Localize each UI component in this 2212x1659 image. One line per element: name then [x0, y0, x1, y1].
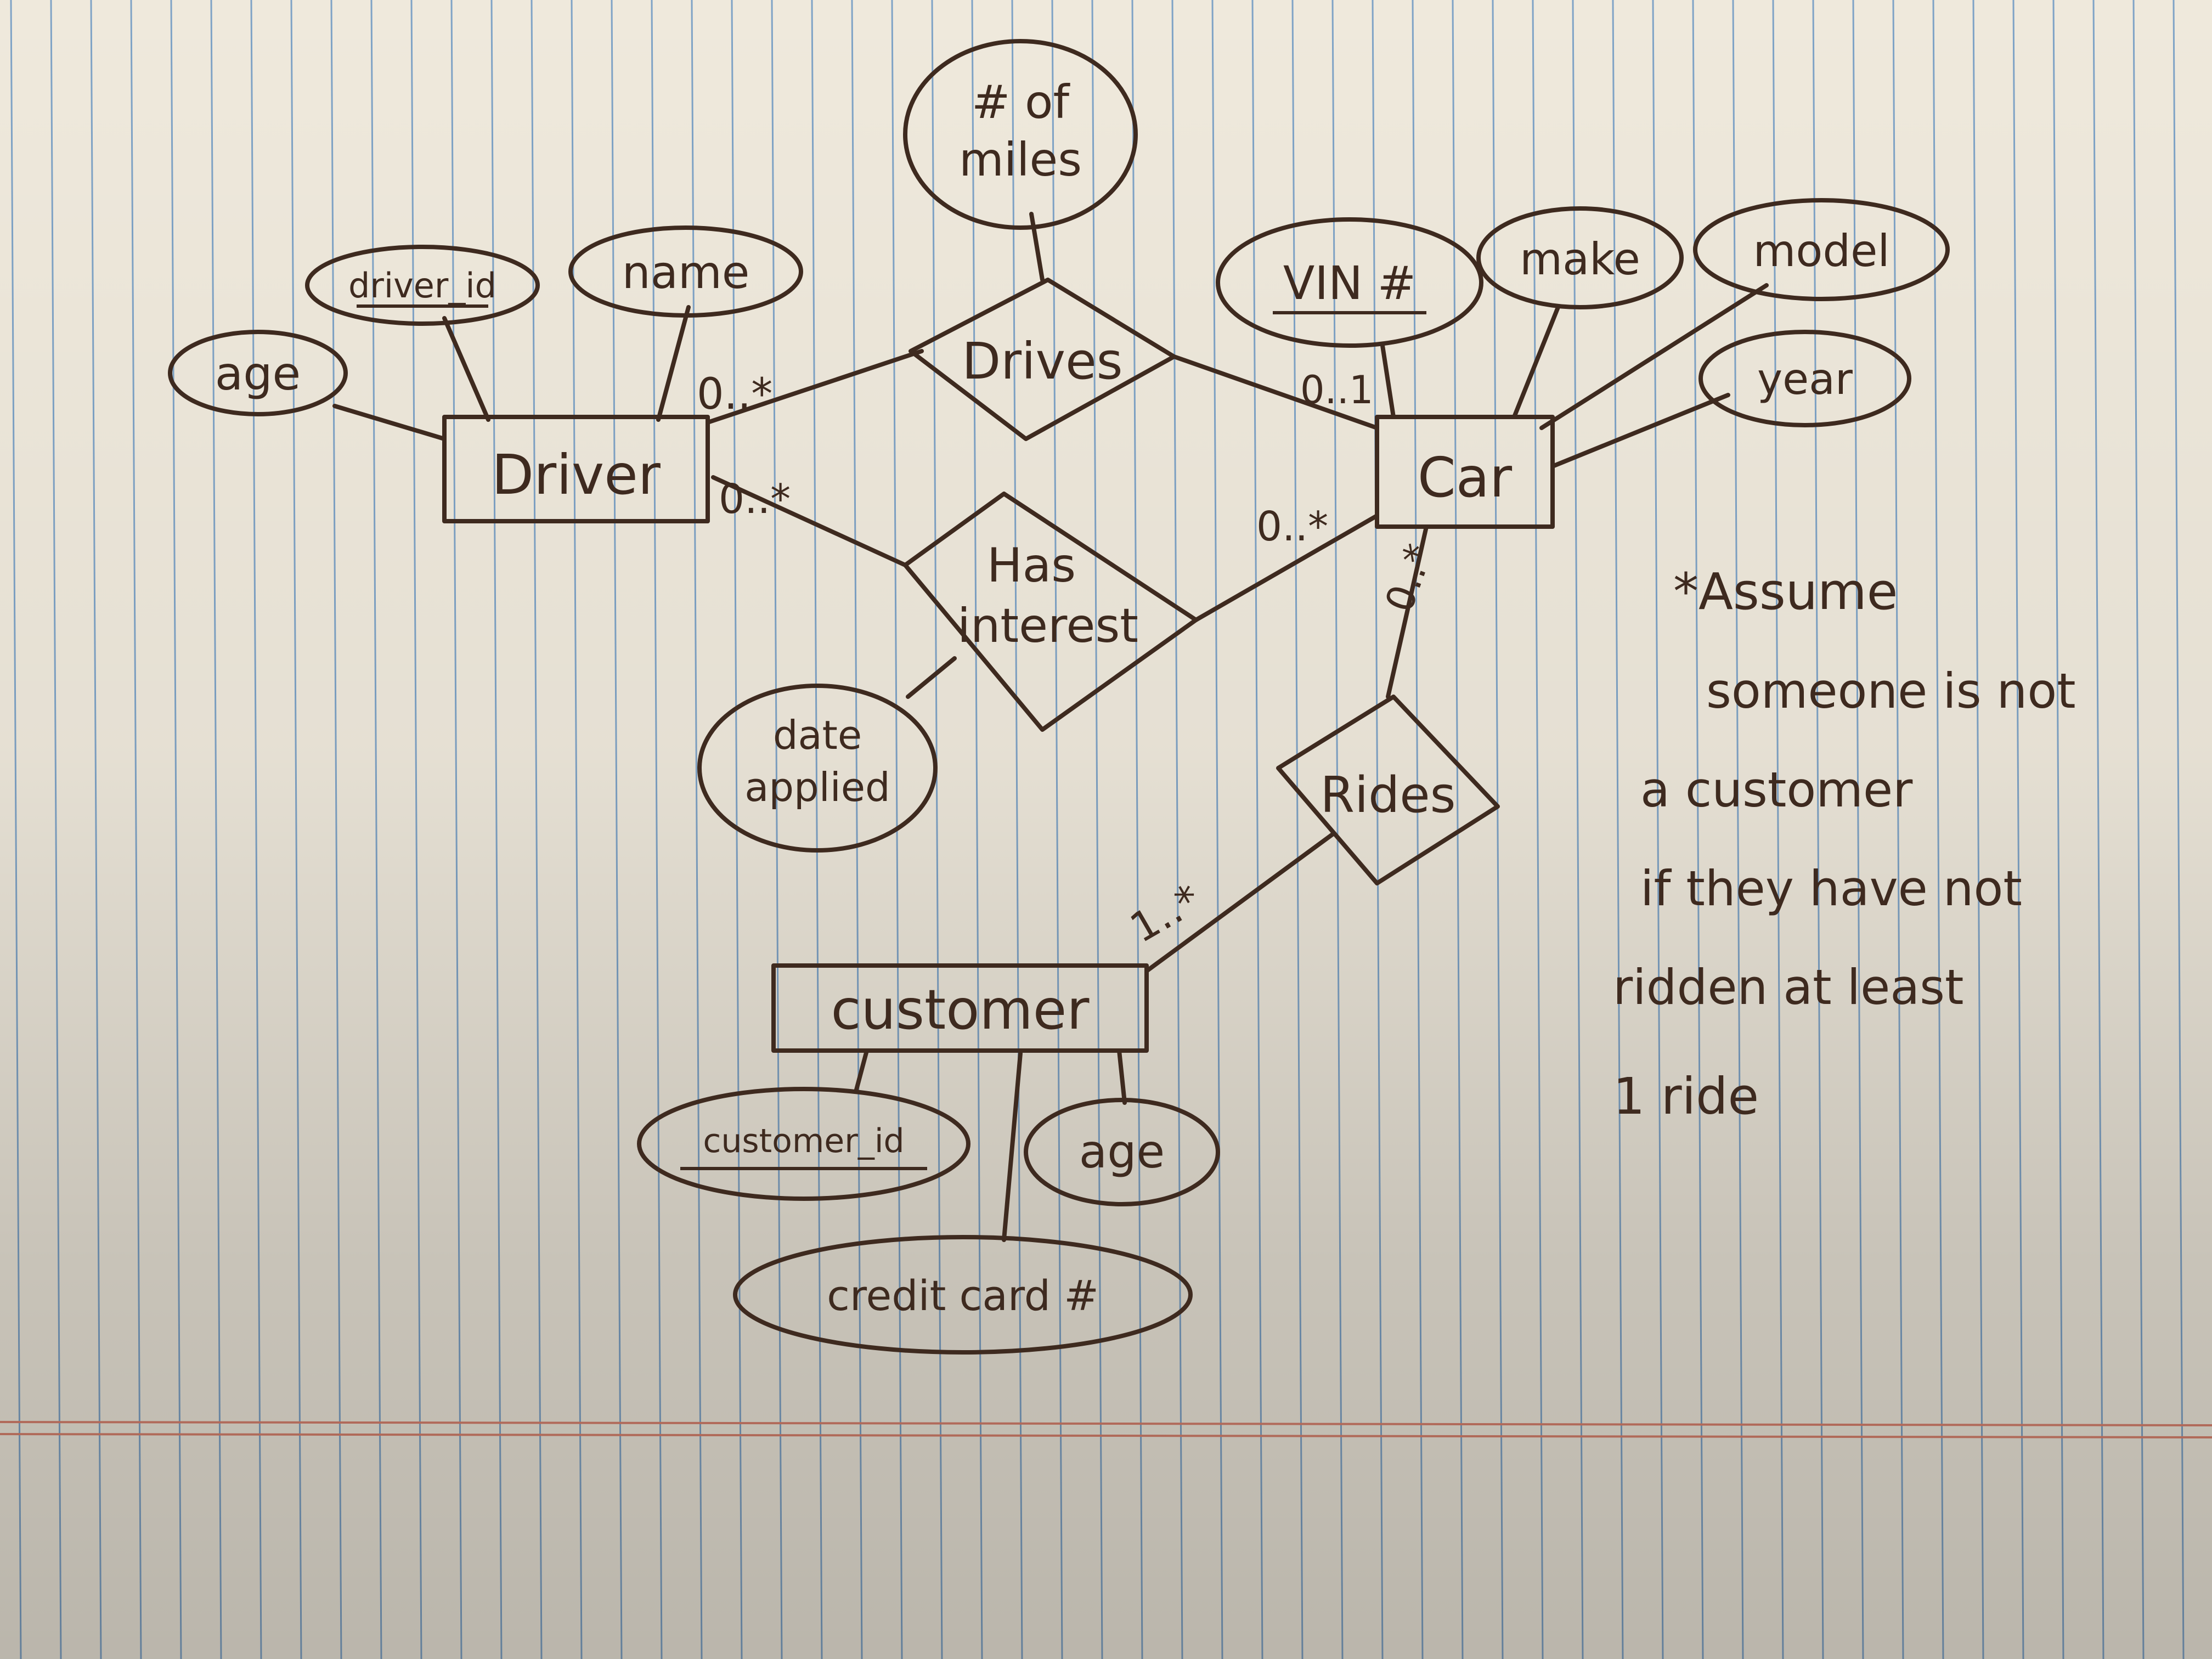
attribute-year-oval [1699, 330, 1911, 427]
attribute-customer-age-label: age [1079, 1125, 1165, 1178]
attribute-customer-id-label: customer_id [703, 1122, 904, 1160]
entity-car-label: Car [1418, 445, 1513, 510]
relationship-rides[interactable]: Rides [1276, 695, 1500, 885]
attribute-credit-card-label: credit card # [827, 1271, 1099, 1320]
line-make-car [1512, 305, 1560, 419]
line-name-driver [656, 305, 691, 422]
line-vin-car [1380, 343, 1396, 419]
line-age-driver [332, 404, 447, 441]
entity-driver-label: Driver [492, 443, 661, 507]
line-rides-customer [1144, 832, 1335, 973]
line-driver-hasinterest [711, 475, 907, 567]
attribute-make-label: make [1520, 234, 1640, 285]
attribute-vin[interactable]: VIN # [1216, 217, 1483, 348]
attribute-driver-name[interactable]: name [568, 225, 803, 318]
attribute-customer-age-oval [1024, 1098, 1220, 1206]
relationship-has-interest[interactable]: Has interest [903, 492, 1198, 732]
attribute-miles-label-2: miles [959, 133, 1082, 187]
attribute-credit-card[interactable]: credit card # [733, 1235, 1193, 1355]
relationship-has-interest-label-2: interest [957, 599, 1138, 653]
line-car-rides [1386, 524, 1429, 699]
line-customer-customerid [854, 1048, 869, 1094]
attribute-customer-id-oval [637, 1087, 970, 1201]
attribute-year-label: year [1757, 355, 1853, 404]
attribute-driver-name-label: name [622, 247, 750, 299]
attribute-customer-id[interactable]: customer_id [637, 1087, 970, 1201]
attribute-miles[interactable]: # of miles [903, 39, 1138, 230]
cardinality-car-interest: 0..* [1256, 503, 1328, 550]
note-line-3: a customer [1640, 761, 1913, 818]
relationship-drives[interactable]: Drives [909, 278, 1176, 441]
attribute-make[interactable]: make [1476, 206, 1684, 309]
relationship-rides-diamond [1276, 695, 1500, 885]
attribute-date-applied[interactable]: date applied [697, 684, 938, 853]
line-model-car [1539, 283, 1769, 430]
line-hasinterest-car [1194, 514, 1379, 622]
attribute-vin-oval [1216, 217, 1483, 348]
relationship-drives-diamond [909, 278, 1176, 441]
entity-customer[interactable]: customer [771, 963, 1149, 1053]
note-line-4: if they have not [1640, 860, 2022, 917]
attribute-date-applied-label-1: date [773, 712, 862, 758]
note-line-6: 1 ride [1613, 1067, 1759, 1126]
cardinality-car-drives: 0..1 [1300, 368, 1374, 413]
entity-driver-box [442, 415, 710, 523]
note-line-2: someone is not [1706, 663, 2076, 719]
entity-driver[interactable]: Driver [442, 415, 710, 523]
relationship-rides-label: Rides [1321, 766, 1456, 824]
line-drives-car [1172, 354, 1379, 430]
entity-customer-label: customer [831, 978, 1090, 1042]
attribute-miles-oval [903, 39, 1138, 230]
attribute-miles-label-1: # of [972, 75, 1070, 129]
line-driver-drives [706, 349, 924, 425]
attribute-driver-id-oval [305, 245, 540, 326]
relationship-has-interest-diamond [903, 492, 1198, 732]
relationship-has-interest-label-1: Has [987, 538, 1076, 593]
attribute-driver-age-oval [168, 330, 348, 416]
attribute-date-applied-oval [697, 684, 938, 853]
attribute-driver-id[interactable]: driver_id [305, 245, 540, 326]
attribute-driver-age[interactable]: age [168, 330, 348, 416]
attribute-customer-age[interactable]: age [1024, 1098, 1220, 1206]
line-year-car [1550, 393, 1730, 469]
note-line-5: ridden at least [1613, 959, 1964, 1015]
entity-car-box [1375, 415, 1555, 529]
entity-car[interactable]: Car [1375, 415, 1555, 529]
attribute-vin-label: VIN # [1283, 256, 1416, 310]
attribute-model[interactable]: model [1693, 198, 1950, 301]
cardinality-driver-drives: 0..* [697, 370, 772, 419]
line-customer-creditcard [1002, 1051, 1023, 1242]
relationship-drives-label: Drives [962, 332, 1122, 391]
attribute-year[interactable]: year [1699, 330, 1911, 427]
attribute-model-oval [1693, 198, 1950, 301]
assumption-note: *Assume someone is not a customer if the… [1613, 562, 2076, 1126]
entity-customer-box [771, 963, 1149, 1053]
attribute-make-oval [1476, 206, 1684, 309]
attribute-driver-age-label: age [215, 347, 301, 400]
attribute-driver-id-label: driver_id [348, 266, 496, 306]
line-customer-age [1117, 1048, 1127, 1105]
attribute-date-applied-label-2: applied [744, 764, 890, 810]
cardinality-driver-interest: 0..* [719, 476, 791, 523]
attribute-model-label: model [1753, 225, 1889, 276]
attribute-driver-name-oval [568, 225, 803, 318]
note-line-1: *Assume [1673, 562, 1898, 621]
attribute-credit-card-oval [733, 1235, 1193, 1355]
line-driverid-driver [442, 316, 490, 422]
line-hasinterest-date [906, 656, 957, 699]
